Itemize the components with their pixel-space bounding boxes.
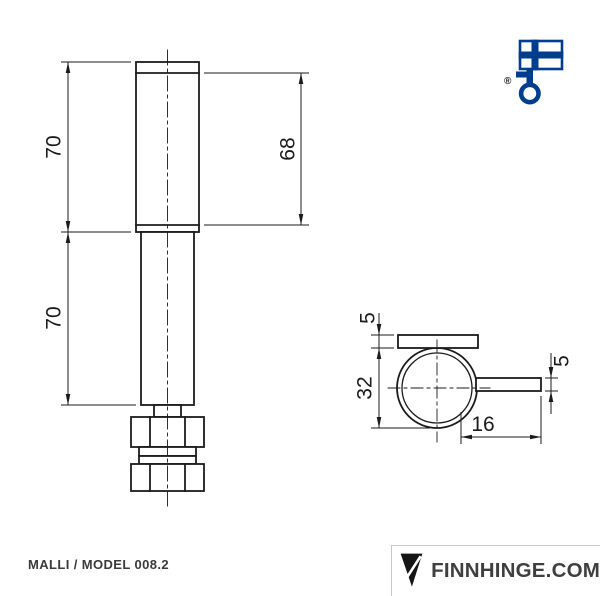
key-flag-logo: ® xyxy=(504,39,564,105)
dim-label-32: 32 xyxy=(354,376,377,399)
dim-label-68: 68 xyxy=(277,137,300,160)
front-view xyxy=(130,49,205,507)
key-bow xyxy=(518,82,541,105)
brand-logo-box: FINNHINGE.COM xyxy=(391,545,600,596)
arrowhead xyxy=(298,214,304,225)
arrowhead xyxy=(65,221,71,232)
arrowhead xyxy=(65,394,71,405)
key-stem xyxy=(526,69,533,86)
dim-label-upper-70: 70 xyxy=(43,135,66,158)
front-dimensions xyxy=(61,61,309,406)
arrowhead xyxy=(461,434,472,440)
brand-name: FINNHINGE.COM xyxy=(431,559,600,582)
arrowhead xyxy=(548,367,554,378)
arrowhead xyxy=(376,324,382,335)
arrowhead xyxy=(376,417,382,428)
dim-label-leaf-5: 5 xyxy=(551,355,574,367)
side-dimensions xyxy=(371,313,558,444)
registered-mark: ® xyxy=(504,76,512,87)
top-plate xyxy=(397,334,479,349)
arrowhead xyxy=(376,348,382,359)
side-leaf xyxy=(475,377,542,392)
model-label: MALLI / MODEL 008.2 xyxy=(28,557,169,572)
arrowhead xyxy=(298,73,304,84)
dim-label-16: 16 xyxy=(471,413,494,436)
dim-label-plate-5: 5 xyxy=(357,312,380,324)
arrowhead xyxy=(65,232,71,243)
flag-cross-horizontal xyxy=(518,51,564,59)
flag-icon-slash xyxy=(402,555,422,584)
barrel-inner-circle xyxy=(401,352,473,424)
dim-label-lower-70: 70 xyxy=(43,306,66,329)
arrowhead xyxy=(65,62,71,73)
arrowhead xyxy=(548,391,554,402)
side-view xyxy=(387,334,542,443)
finnhinge-flag-icon xyxy=(400,553,423,587)
arrowhead xyxy=(530,434,541,440)
key-ward xyxy=(516,71,527,78)
